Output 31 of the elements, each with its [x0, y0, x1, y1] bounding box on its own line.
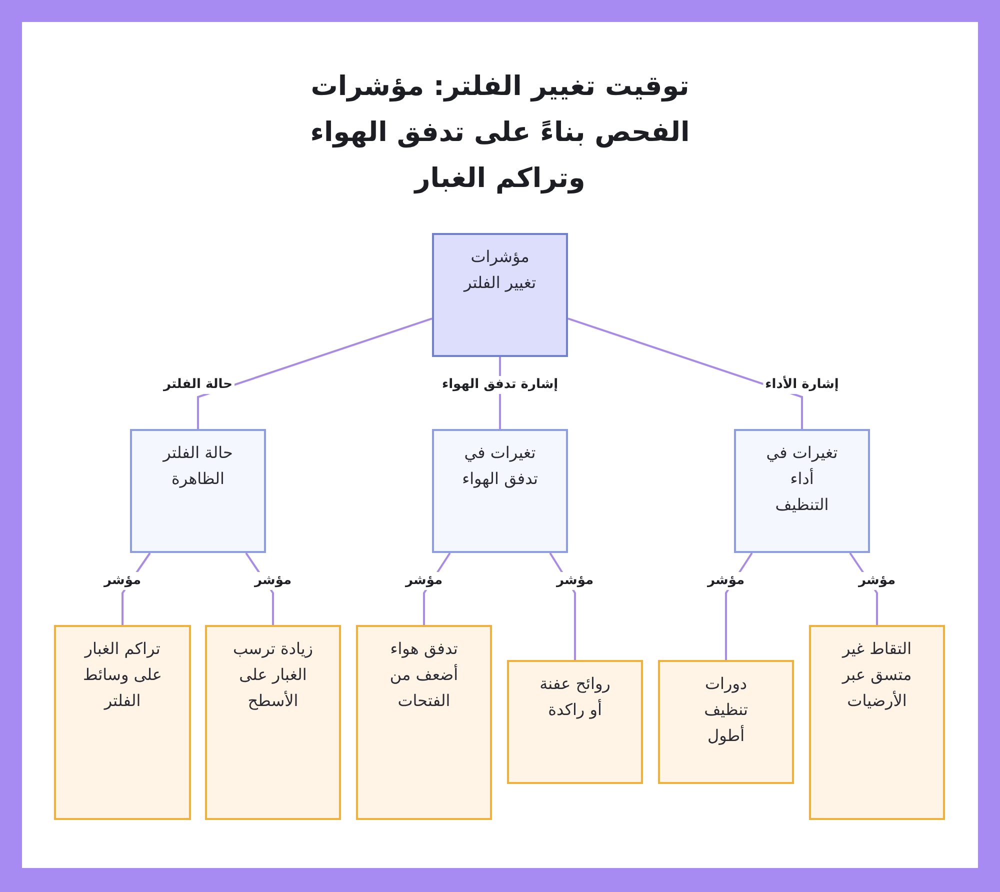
node-text: تغيرات في أداء التنظيف: [765, 442, 839, 516]
diagram-title: توقيت تغيير الفلتر: مؤشرات الفحص بناءً على تدفق الهواء وتراكم الغبار: [309, 70, 691, 196]
edge-label: مؤشر: [554, 572, 596, 590]
indicator-box: [54, 625, 191, 820]
category-box: [432, 429, 568, 553]
edge-label: مؤشر: [856, 572, 898, 590]
node-text: دورات تنظيف أطول: [703, 673, 749, 747]
node-text: روائح عفنة أو راكدة: [538, 673, 612, 721]
indicator-box: [658, 660, 794, 784]
node-text: تدفق هواء أضعف من الفتحات: [388, 638, 460, 712]
root-box: [432, 233, 568, 357]
indicator-box: [809, 625, 945, 820]
node-text: حالة الفلتر الظاهرة: [162, 442, 234, 490]
node-text: مؤشرات تغيير الفلتر: [462, 246, 538, 294]
connector-line: [197, 318, 432, 429]
edge-label: إشارة الأداء: [763, 376, 841, 394]
edge-label: مؤشر: [705, 572, 747, 590]
edge-label: مؤشر: [403, 572, 445, 590]
node-text: تغيرات في تدفق الهواء: [461, 442, 539, 490]
indicator-box: [205, 625, 341, 820]
indicator-box: [507, 660, 643, 784]
edge-label: حالة الفلتر: [162, 376, 234, 394]
category-box: [734, 429, 870, 553]
edge-label: مؤشر: [102, 572, 144, 590]
indicator-box: [356, 625, 492, 820]
node-text: تراكم الغبار على وسائط الفلتر: [82, 638, 163, 712]
category-box: [130, 429, 266, 553]
edge-label: مؤشر: [252, 572, 294, 590]
node-text: التقاط غير متسق عبر الأرضيات: [840, 638, 913, 712]
node-text: زيادة ترسب الغبار على الأسطح: [232, 638, 314, 712]
connector-line: [568, 318, 803, 429]
